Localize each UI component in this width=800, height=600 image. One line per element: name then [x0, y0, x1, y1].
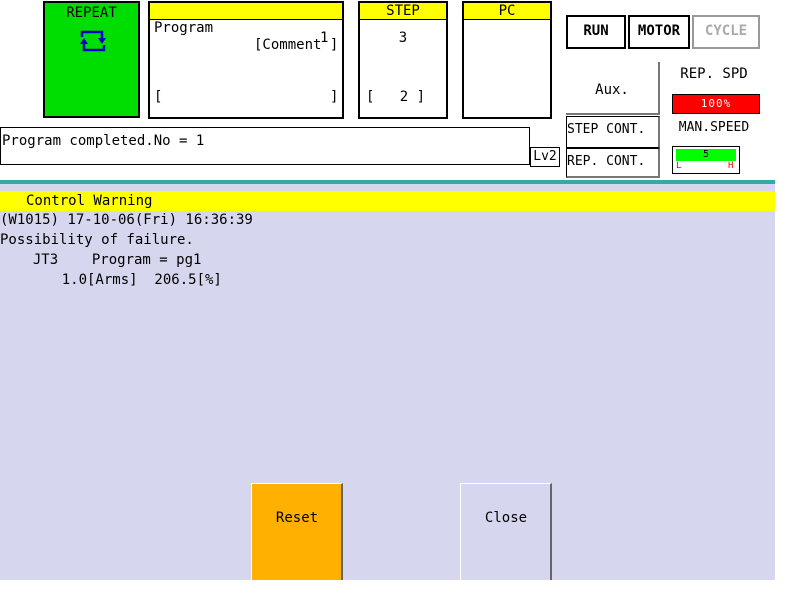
motor-button[interactable]: MOTOR	[628, 15, 690, 49]
program-title: Program	[154, 20, 214, 36]
warning-title: Control Warning	[26, 193, 153, 209]
program-title-bar: Program [Comment ]	[150, 3, 342, 53]
cycle-label: CYCLE	[704, 23, 748, 39]
step-value: 3	[398, 30, 408, 46]
step-title: STEP	[360, 3, 446, 20]
man-speed-value: 5	[702, 149, 710, 160]
repeat-icon	[80, 30, 106, 52]
close-label: Close	[484, 510, 528, 526]
run-label: RUN	[583, 23, 609, 39]
man-speed-fill: 5	[676, 149, 736, 161]
rep-cont-button[interactable]: REP. CONT.	[566, 148, 660, 178]
comment-label: [Comment ]	[254, 37, 339, 53]
step-sub-value: [ 2 ]	[366, 89, 426, 105]
run-button[interactable]: RUN	[566, 15, 626, 49]
program-number: 1	[320, 30, 329, 46]
reset-label: Reset	[275, 510, 319, 526]
warning-panel: Control Warning (W1015) 17-10-06(Fri) 16…	[0, 184, 775, 580]
close-button[interactable]: Close	[460, 483, 552, 580]
message-box: Program completed.No = 1	[0, 127, 530, 165]
reset-button[interactable]: Reset	[251, 483, 343, 580]
warning-line-3: JT3 Program = pg1	[16, 252, 202, 268]
step-cont-label: STEP CONT.	[567, 122, 646, 137]
warning-line-1: (W1015) 17-10-06(Fri) 16:36:39	[0, 212, 253, 228]
warning-title-bar: Control Warning	[0, 191, 775, 211]
rep-speed-value: 100%	[700, 97, 732, 110]
warning-line-2: Possibility of failure.	[0, 232, 194, 248]
man-speed-low: L	[676, 161, 682, 171]
step-box[interactable]: STEP 3 [ 2 ]	[358, 1, 448, 119]
pc-box[interactable]: PC	[462, 1, 552, 119]
rep-speed-bar: 100%	[672, 94, 760, 114]
comment-bracket-left: [	[154, 89, 163, 105]
repeat-mode-button[interactable]: REPEAT	[43, 1, 140, 118]
accent-line	[0, 180, 775, 184]
warning-line-4: 1.0[Arms] 206.5[%]	[28, 272, 222, 288]
rep-speed-label: REP. SPD	[680, 66, 748, 82]
man-speed-high: H	[728, 161, 734, 171]
program-box[interactable]: Program [Comment ] 1 [ ]	[148, 1, 344, 119]
cycle-button[interactable]: CYCLE	[692, 15, 760, 49]
level-indicator: Lv2	[530, 147, 560, 167]
comment-bracket-right: ]	[330, 89, 339, 105]
pc-title: PC	[464, 3, 550, 20]
aux-button[interactable]: Aux.	[566, 62, 660, 115]
repeat-label: REPEAT	[66, 5, 117, 21]
step-cont-button[interactable]: STEP CONT.	[566, 116, 660, 148]
motor-label: MOTOR	[637, 23, 681, 39]
status-message: Program completed.No = 1	[2, 133, 205, 149]
man-speed-gauge: 5 L H	[672, 146, 740, 174]
rep-cont-label: REP. CONT.	[567, 154, 646, 169]
man-speed-label: MAN.SPEED	[678, 120, 750, 135]
aux-label: Aux.	[595, 82, 629, 98]
